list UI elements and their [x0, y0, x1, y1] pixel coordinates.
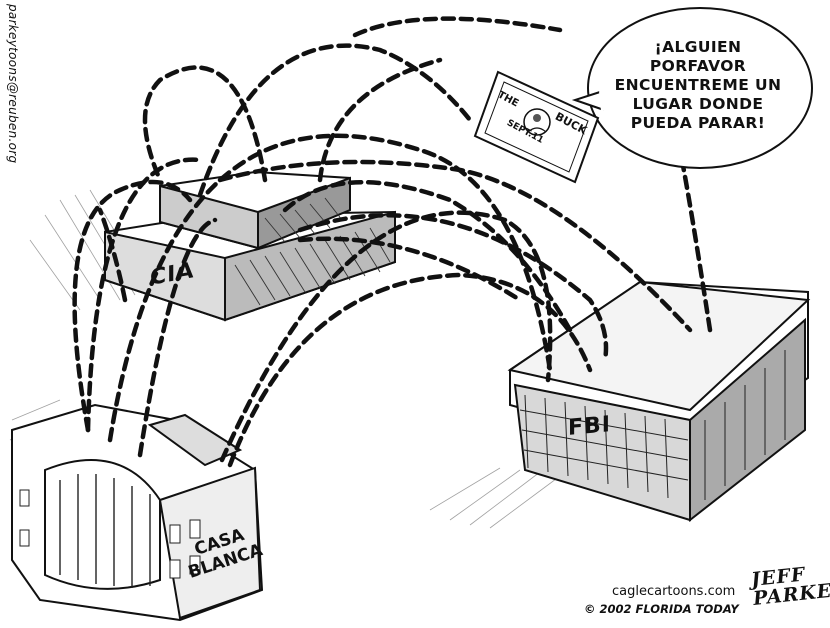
buck-bill — [473, 70, 600, 184]
artist-signature: JEFF PARKER — [750, 561, 830, 609]
speech-bubble-text: ¡ALGUIEN PORFAVOR ENCUENTREME UN LUGAR D… — [598, 38, 798, 133]
buck-flight-paths — [72, 16, 713, 468]
speech-line: LUGAR DONDE — [632, 95, 764, 113]
speech-line: PORFAVOR — [649, 57, 747, 75]
speech-bubble — [571, 7, 813, 169]
cia-building — [104, 170, 396, 322]
site-credit: caglecartoons.com — [612, 584, 736, 599]
fbi-building — [507, 280, 811, 523]
speech-line: PUEDA PARAR! — [630, 114, 766, 132]
speech-line: ENCUENTREME UN — [614, 76, 782, 94]
speech-line: ¡ALGUIEN — [654, 38, 742, 56]
copyright: © 2002 FLORIDA TODAY — [584, 602, 739, 616]
fbi-label: FBI — [568, 412, 611, 441]
side-credit: parkeytoons@reuben.org — [6, 4, 20, 164]
casa-blanca-building — [11, 403, 264, 622]
